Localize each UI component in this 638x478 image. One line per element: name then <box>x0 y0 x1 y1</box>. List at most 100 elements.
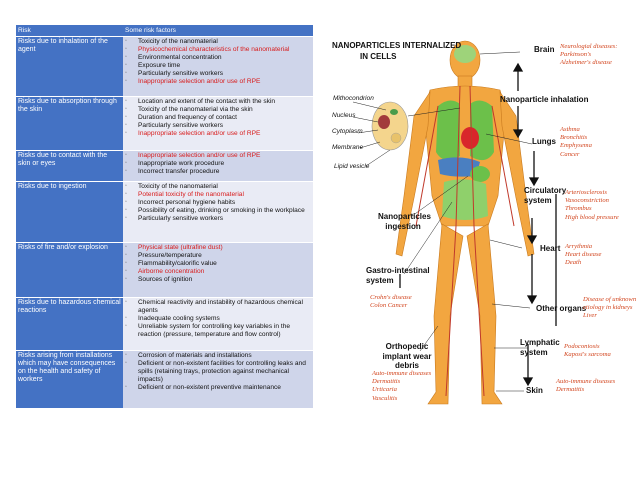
label-skin: Skin <box>526 386 543 395</box>
bullet-icon: ▫ <box>125 275 127 282</box>
bullet-icon: ▫ <box>125 113 127 120</box>
label-mithocondrion: Mithocondrion <box>333 95 374 102</box>
risk-factor-text: Chemical reactivity and instability of h… <box>138 299 303 314</box>
risk-factors-cell: ▫ Inappropriate selection and/or use of R… <box>123 150 313 182</box>
bullet-icon: ▫ <box>125 299 127 305</box>
risk-cell: Risks due to contact with the skin or ey… <box>16 150 123 182</box>
bullet-icon: ▫ <box>125 322 127 329</box>
bullet-icon: ▫ <box>125 352 127 358</box>
bullet-icon: ▫ <box>125 267 127 274</box>
label-circulatory-system: Circulatory system <box>524 186 567 205</box>
risk-factor-text: Duration and frequency of contact <box>138 113 237 121</box>
risk-factor-text: Inadequate cooling systems <box>138 314 220 322</box>
risk-factor-item: ▫Flammability/calorific value <box>125 260 311 268</box>
risk-factor-item: ▫Incorrect transfer procedure <box>125 168 311 176</box>
diseases-other-organs: Disease of unknown etiology in kidneys L… <box>583 296 637 320</box>
bullet-icon: ▫ <box>125 77 127 84</box>
risk-factors-cell: ▫ Physical state (ultrafine dust) ▫ Pressur… <box>123 242 313 298</box>
diseases-circulatory: Arteriosclerosis Vasoconstriction Thromb… <box>565 189 619 221</box>
label-nucleus: Nucleus <box>332 112 356 119</box>
risk-factor-text: Physical state (ultrafine dust) <box>138 244 223 251</box>
stomach-organ <box>470 166 490 182</box>
risk-factor-item: ▫ Particularly sensitive workers <box>125 70 311 78</box>
table-header-row: Risk Some risk factors <box>16 25 313 37</box>
lungs-organ <box>436 100 494 161</box>
risk-factors-cell: ▫ Location and extent of the contact with… <box>123 96 313 151</box>
diseases-lungs: Asthma Bronchitis Emphysema Cancer <box>560 126 592 158</box>
risk-cell: Risks due to ingestion <box>16 181 123 243</box>
risk-factor-text: Sources of ignition <box>138 275 193 283</box>
risk-factor-text: Incorrect transfer procedure <box>138 167 220 175</box>
risk-factor-item: ▫ Incorrect personal hygiene habits <box>125 199 311 207</box>
bullet-icon: ▫ <box>125 98 127 104</box>
bullet-icon: ▫ <box>125 259 127 266</box>
bullet-icon: ▫ <box>125 214 127 221</box>
risk-factor-text: Environmental concentration <box>138 53 222 61</box>
bullet-icon: ▫ <box>125 244 127 250</box>
bullet-icon: ▫ <box>125 359 127 366</box>
table-row: Risks due to ingestion▫ Toxicity of the n… <box>16 181 313 243</box>
risk-factor-text: Particularly sensitive workers <box>138 69 224 77</box>
bullet-icon: ▫ <box>125 251 127 258</box>
vessels <box>415 85 515 397</box>
brain-organ <box>454 45 476 63</box>
risk-factor-text: Unreliable system for controlling key va… <box>138 322 291 338</box>
risk-factor-item: ▫Toxicity of the nanomaterial <box>125 38 311 46</box>
risk-factor-text: Deficient or non-existent facilities for… <box>138 359 306 383</box>
risk-factor-item: ▫Inadequate cooling systems <box>125 315 311 323</box>
intestine-organ <box>442 179 488 220</box>
risk-factor-text: Potential toxicity of the nanomaterial <box>138 190 244 198</box>
diseases-lymphatic: Podoconiosis Kaposi's sarcoma <box>564 343 611 359</box>
label-nanoparticles-ingestion: Nanoparticles ingestion <box>378 212 431 231</box>
risk-factor-item: ▫ Unreliable system for controlling key v… <box>125 323 311 339</box>
risk-cell: Risks due to inhalation of the agent <box>16 36 123 97</box>
risk-factors-cell: ▫ Chemical reactivity and instability of … <box>123 297 313 351</box>
bullet-icon: ▫ <box>125 190 127 197</box>
risk-factor-item: ▫Inappropriate selection and/or use of R… <box>125 152 311 160</box>
risk-factor-item: ▫Environmental concentration <box>125 54 311 62</box>
body-illustration <box>352 40 557 405</box>
diseases-brain: Neurologial diseases: Parkinson's Alzhei… <box>560 43 618 67</box>
risk-factors-cell: ▫ Corrosion of materials and installation… <box>123 350 313 408</box>
diseases-gastro: Crohn's disease Colon Cancer <box>370 294 412 310</box>
nanoparticle-body-figure: NANOPARTICLES INTERNALIZED IN CELLS Mith… <box>320 26 636 436</box>
risk-factor-text: Toxicity of the nanomaterial via the ski… <box>138 105 253 113</box>
heart-organ <box>461 127 479 149</box>
risk-factor-text: Deficient or non-existent preventive mai… <box>138 383 281 391</box>
bullet-icon: ▫ <box>125 105 127 112</box>
header-risk: Risk <box>16 25 123 37</box>
risk-factor-item: ▫ Potential toxicity of the nanomaterial <box>125 191 311 199</box>
risk-factor-text: Inappropriate work procedure <box>138 159 225 167</box>
diseases-skin: Auto-immune diseases Dermatitis <box>556 378 616 394</box>
bullet-icon: ▫ <box>125 198 127 205</box>
risk-factor-item: ▫ Chemical reactivity and instability of … <box>125 299 311 315</box>
table-body: Risks due to inhalation of the agent▫Tox… <box>16 36 313 408</box>
risk-factor-text: Corrosion of materials and installations <box>138 352 252 359</box>
risk-factor-item: ▫Particularly sensitive workers <box>125 215 311 223</box>
risk-factor-item: ▫Inappropriate selection and/or use of R… <box>125 78 311 86</box>
risk-factor-item: ▫ Toxicity of the nanomaterial via the sk… <box>125 106 311 114</box>
diseases-heart: Arrythmia Heart disease Death <box>565 243 602 267</box>
risk-factor-text: Location and extent of the contact with … <box>138 98 276 105</box>
risk-table: Risk Some risk factors Risks due to inha… <box>16 25 313 408</box>
risk-factor-text: Toxicity of the nanomaterial <box>138 183 218 190</box>
bullet-icon: ▫ <box>125 159 127 166</box>
risk-factor-item: ▫Airborne concentration <box>125 268 311 276</box>
figure-title-line2: IN CELLS <box>360 52 397 61</box>
risk-factor-text: Incorrect personal hygiene habits <box>138 198 236 206</box>
risk-factor-text: Inappropriate selection and/or use of RP… <box>138 152 261 159</box>
risk-factor-item: ▫ Location and extent of the contact with… <box>125 98 311 106</box>
risk-factor-item: ▫ Pressure/temperature <box>125 252 311 260</box>
bullet-icon: ▫ <box>125 69 127 76</box>
diseases-orthopedic: Auto-immune diseases Dermatitis Urticari… <box>372 370 432 402</box>
table-row: Risks due to inhalation of the agent▫Tox… <box>16 36 313 97</box>
risk-factor-text: Pressure/temperature <box>138 251 202 259</box>
bullet-icon: ▫ <box>125 383 127 390</box>
table-row: Risks due to absorption through the skin… <box>16 96 313 151</box>
risk-factor-text: Exposure time <box>138 61 181 69</box>
label-brain: Brain <box>534 45 555 54</box>
risk-cell: Risks arising from installations which m… <box>16 350 123 408</box>
label-nanoparticle-inhalation: Nanoparticle inhalation <box>500 95 589 104</box>
risk-factor-text: Physicochemical characteristics of the n… <box>138 45 290 53</box>
risk-factor-item: ▫ Physical state (ultrafine dust) <box>125 244 311 252</box>
